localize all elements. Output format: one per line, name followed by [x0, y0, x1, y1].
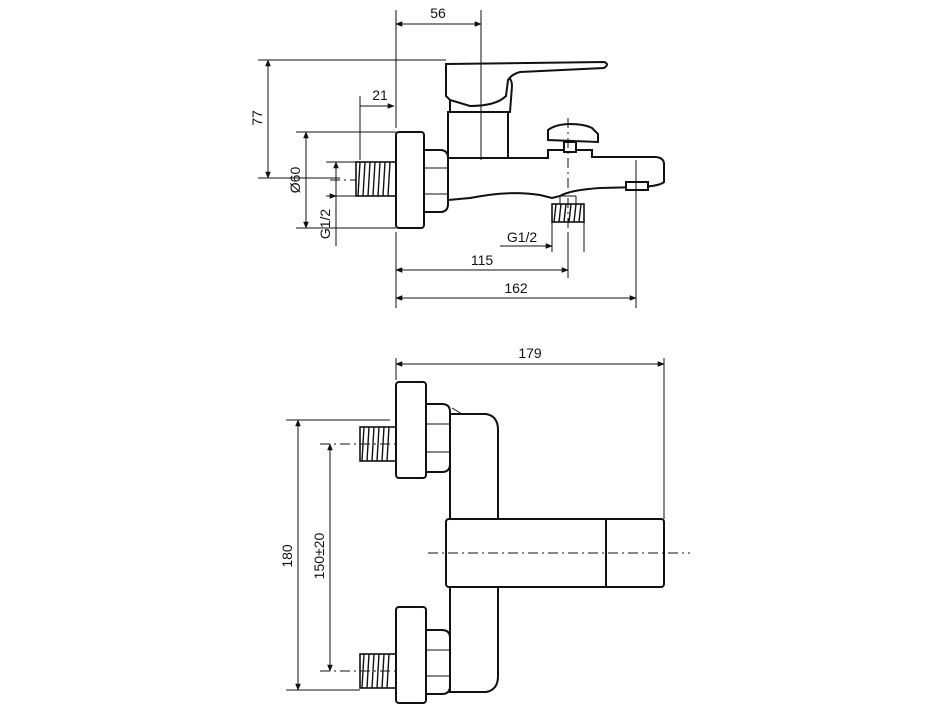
top-view: 179 180 150±20: [279, 345, 690, 704]
dim-label-115: 115: [471, 252, 494, 268]
dim-label-180: 180: [279, 544, 295, 568]
dim-label-77: 77: [249, 110, 265, 126]
dim-label-56: 56: [430, 5, 446, 21]
dim-label-outlet-thread: G1/2: [507, 229, 538, 245]
lower-connector-top: [359, 606, 451, 704]
upper-connector-top: [359, 381, 451, 479]
inlet-thread-side: [355, 161, 397, 197]
dim-label-179: 179: [518, 345, 542, 361]
hex-nut-side: [423, 149, 449, 213]
diverter-knob-side: [547, 122, 599, 153]
dim-label-162: 162: [504, 280, 528, 296]
dim-label-diameter: Ø60: [287, 167, 303, 194]
upper-flange-top: [395, 381, 427, 479]
lever-handle-side: [445, 60, 608, 108]
spout-aerator: [625, 181, 649, 191]
wall-flange-side: [395, 131, 425, 229]
dim-label-21: 21: [372, 87, 388, 103]
side-view: 56 77 21 Ø60 G1/2 G1/2 115 162: [249, 5, 665, 308]
cartridge-housing-side: [447, 111, 509, 159]
lower-flange-top: [395, 606, 427, 704]
dim-label-inlet-thread: G1/2: [317, 209, 333, 240]
dim-label-150: 150±20: [311, 532, 327, 579]
